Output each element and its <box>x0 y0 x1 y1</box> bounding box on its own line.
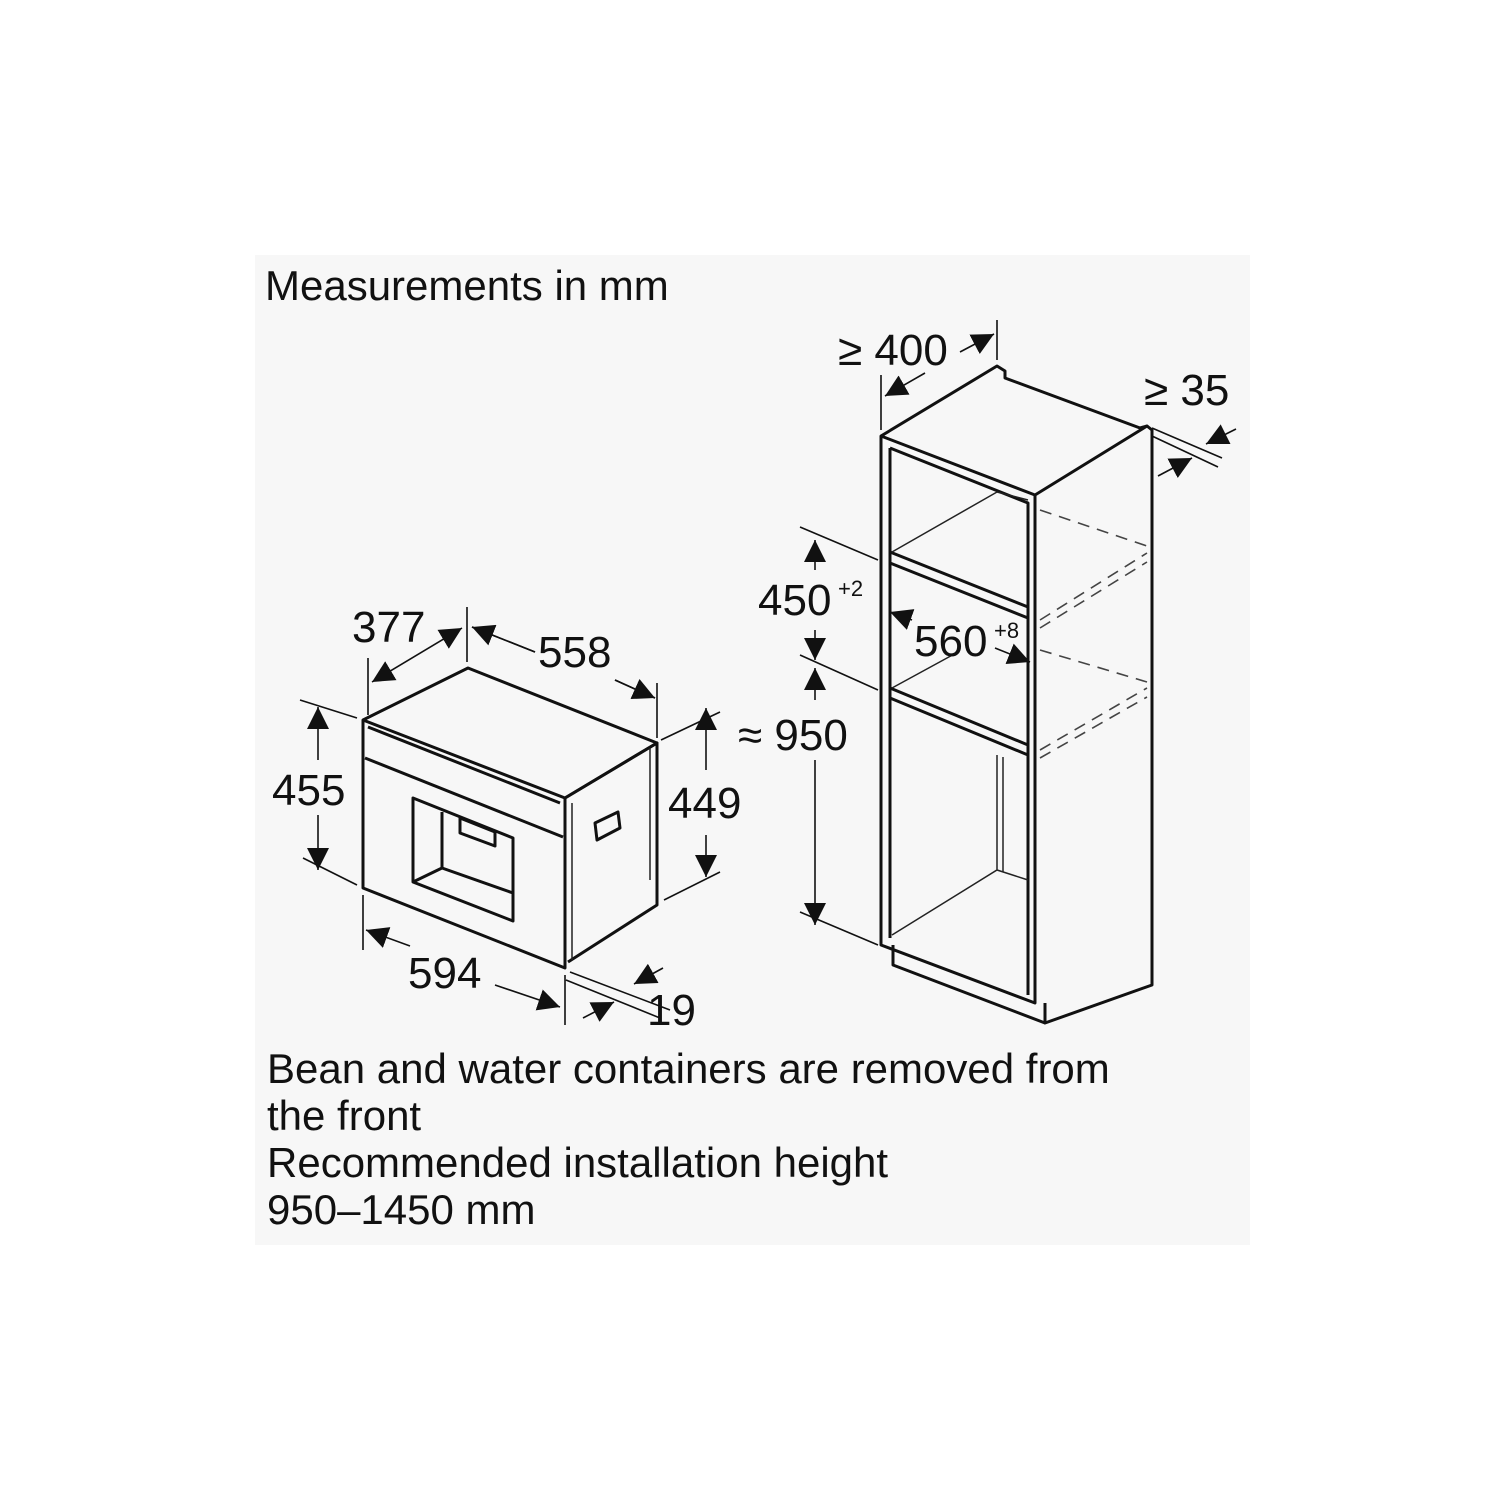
appliance-front <box>361 720 567 970</box>
note-line: the front <box>267 1092 422 1139</box>
dim-377: 377 <box>352 603 425 652</box>
dim-19: 19 <box>647 986 696 1035</box>
dim-rear-gap: ≥ 35 <box>1144 366 1229 415</box>
appliance-top <box>361 666 659 800</box>
dim-niche-width-tolerance: +8 <box>994 618 1019 643</box>
dim-niche-height: 450 <box>758 576 831 625</box>
dim-niche-height-tolerance: +2 <box>838 576 863 601</box>
cabinet-dimensions: ≥ 400 ≥ 35 450 +2 560 +8 ≈ 950 <box>738 320 1237 946</box>
dim-558: 558 <box>538 628 611 677</box>
dim-455: 455 <box>272 766 345 815</box>
dim-niche-width: 560 <box>914 617 987 666</box>
note-line: 950–1450 mm <box>267 1186 536 1233</box>
dim-cabinet-depth: ≥ 400 <box>838 326 948 375</box>
measurements-title: Measurements in mm <box>265 262 669 309</box>
appliance-side <box>564 741 659 964</box>
cabinet-side <box>1043 424 1154 1025</box>
cabinet-top <box>879 364 1149 497</box>
note-line: Recommended installation height <box>267 1139 889 1186</box>
appliance-dimensions: 377 558 455 449 594 19 <box>272 603 741 1035</box>
shelf-upper <box>889 550 1029 620</box>
dim-449: 449 <box>668 779 741 828</box>
control-panel-line <box>364 756 564 839</box>
notes: Bean and water containers are removed fr… <box>267 1045 1110 1233</box>
cabinet-front-frame <box>879 436 1037 1005</box>
dim-floor-height: ≈ 950 <box>738 711 848 760</box>
coffee-machine-drawing <box>361 666 659 970</box>
cabinet-plinth <box>891 945 1046 1025</box>
diagram-panel <box>255 255 1250 1245</box>
note-line: Bean and water containers are removed fr… <box>267 1045 1110 1092</box>
spout <box>458 816 497 848</box>
cabinet-drawing <box>879 364 1154 1025</box>
dispenser-opening <box>411 796 515 923</box>
side-handle <box>593 810 622 842</box>
shelf-lower <box>889 686 1029 757</box>
dim-594: 594 <box>408 949 481 998</box>
